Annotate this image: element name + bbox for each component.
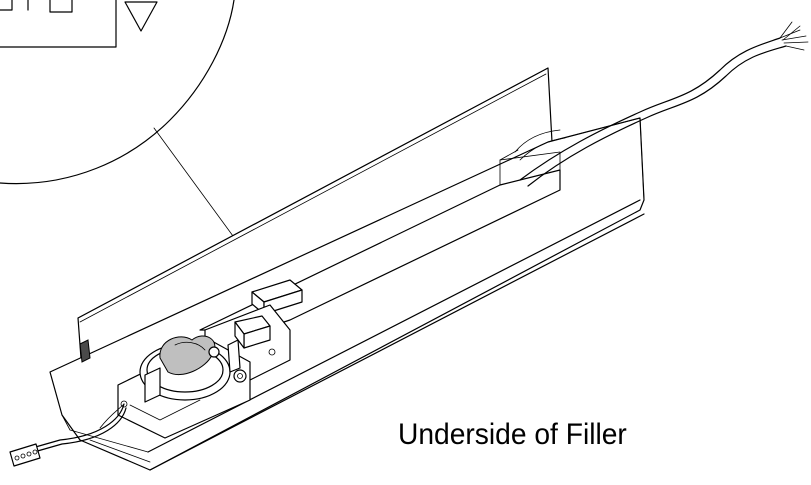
cable-end-strands [779, 21, 809, 51]
down-triangle-icon [124, 1, 158, 32]
pump-mechanism [117, 335, 251, 439]
connector-wire [31, 403, 125, 449]
wall-tab [79, 339, 91, 363]
wire-connector-icon [9, 443, 41, 467]
figure-caption: Underside of Filler [398, 418, 627, 451]
power-cable [519, 37, 781, 181]
switch-component [234, 315, 271, 349]
detail-circle-icon [0, 0, 253, 263]
